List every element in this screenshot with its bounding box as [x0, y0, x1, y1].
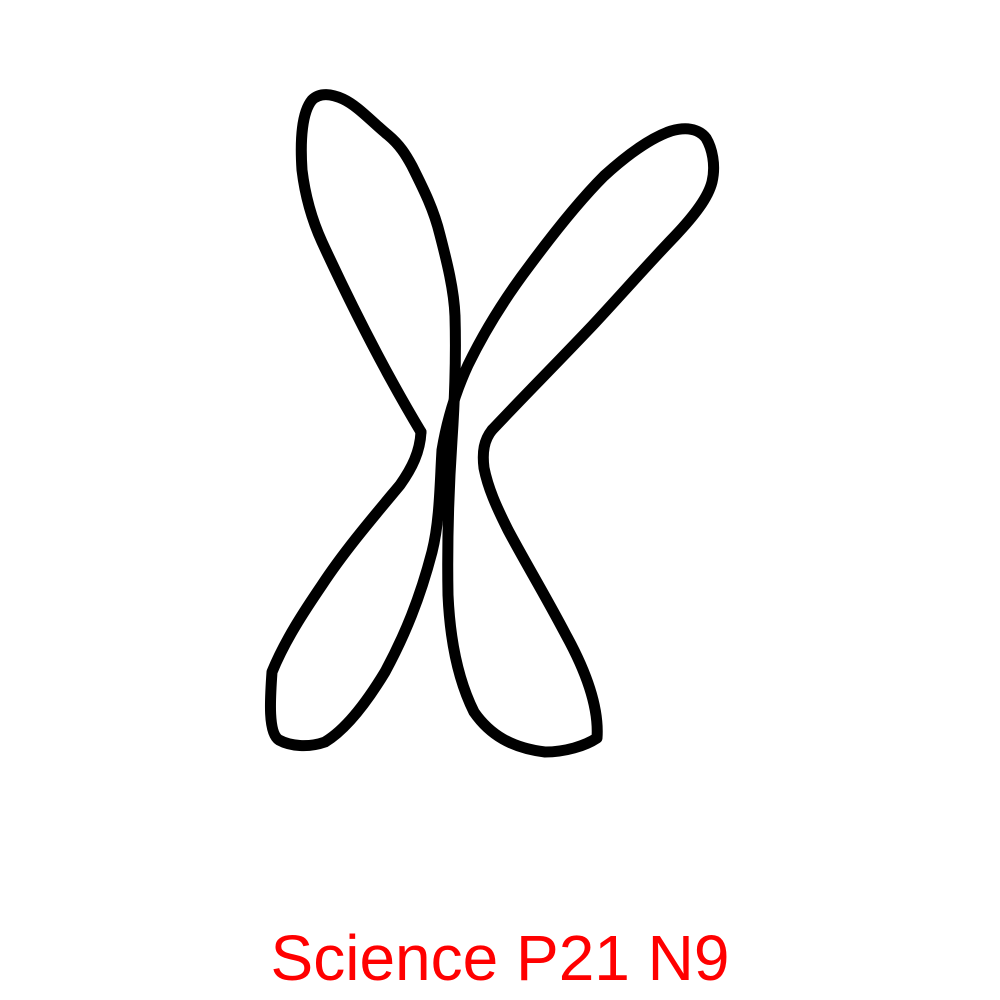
worksheet-caption: Science P21 N9 — [270, 922, 730, 994]
chromosome-drawing — [264, 89, 720, 758]
chromatid-right — [264, 123, 720, 752]
